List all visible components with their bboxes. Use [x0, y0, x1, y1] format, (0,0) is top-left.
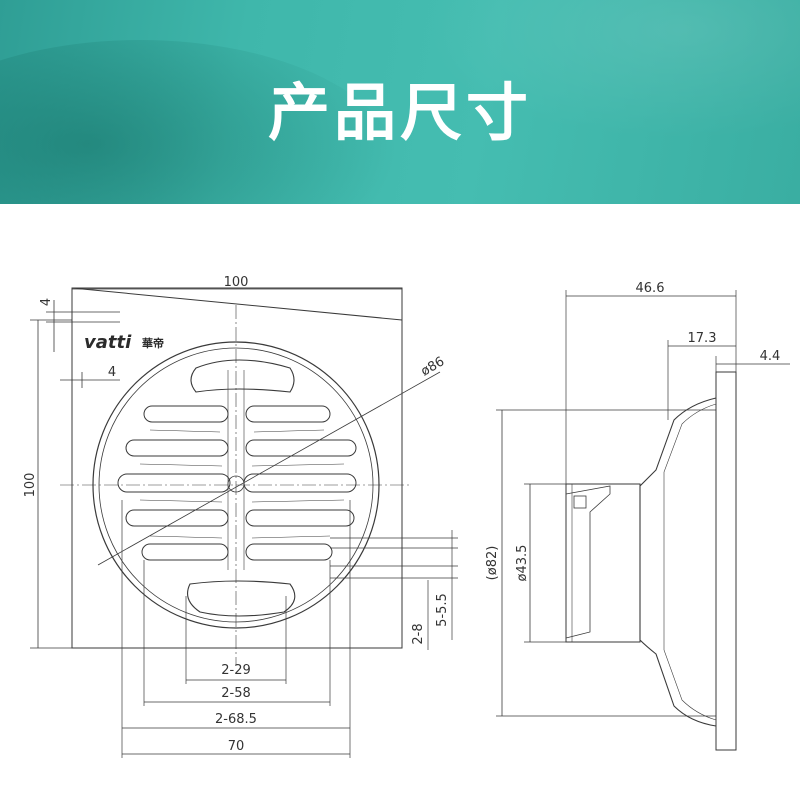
- slot-row4-left: [125, 509, 229, 527]
- dim-slot-2-29: 2-29: [221, 663, 251, 678]
- slot-row5-left: [141, 543, 229, 561]
- fin-hint-6: [251, 499, 345, 503]
- dim-outer-dia: (ø82): [485, 546, 500, 581]
- fin-hint-7: [149, 535, 223, 539]
- dim-gap-2-8: 2-8: [411, 623, 426, 644]
- dim-height-left: 100: [23, 473, 38, 498]
- dim-flange: 4.4: [760, 349, 781, 364]
- slot-row1-right: [245, 405, 331, 423]
- side-cup-profile: [639, 397, 717, 727]
- fin-hint-8: [251, 535, 331, 539]
- title-banner: 产品尺寸: [0, 0, 800, 204]
- brand-logo-cjk: 華帝: [142, 336, 164, 350]
- dim-depth-total: 46.6: [636, 281, 665, 296]
- side-cup-inner-profile: [663, 403, 717, 721]
- dim-depth-body: 17.3: [688, 331, 717, 346]
- fin-hint-3: [139, 463, 223, 467]
- dim-line-diameter: [97, 371, 441, 566]
- side-view: 46.6 17.3 4.4 (ø82) ø43.5: [485, 281, 790, 751]
- fin-hint-1: [149, 429, 221, 433]
- fin-hint-5: [139, 499, 223, 503]
- banner-title: 产品尺寸: [267, 76, 532, 149]
- plate-chamfer-line: [71, 287, 403, 321]
- slot-row4-right: [245, 509, 355, 527]
- dim-slot-2-58: 2-58: [221, 686, 251, 701]
- fin-hint-4: [251, 463, 345, 467]
- top-oval-opening: [190, 359, 295, 393]
- dim-offset-left: 4: [108, 365, 116, 380]
- slot-row3-left: [117, 473, 231, 493]
- side-seal-ring: [565, 485, 611, 639]
- side-inner-tube: [565, 483, 641, 643]
- dim-inner-dia: ø43.5: [515, 545, 530, 582]
- slot-row2-left: [125, 439, 229, 457]
- dim-offset-top: 4: [39, 298, 54, 306]
- slot-row2-right: [245, 439, 357, 457]
- slot-row1-left: [143, 405, 229, 423]
- slot-row3-right: [243, 473, 357, 493]
- slot-row5-right: [245, 543, 333, 561]
- side-clip: [573, 495, 587, 509]
- side-flange: [715, 371, 737, 751]
- dim-base-70: 70: [228, 739, 245, 754]
- grate-slots: [117, 370, 357, 570]
- brand-logo-latin: vatti: [84, 332, 132, 353]
- front-view: 100 100 4 4 vatti 華帝 ø86: [23, 275, 458, 758]
- dim-width-top: 100: [224, 275, 249, 290]
- dim-gap-5-5-5: 5-5.5: [435, 593, 450, 627]
- dim-slot-2-68-5: 2-68.5: [215, 712, 257, 727]
- front-plate-outline: [71, 287, 403, 649]
- bottom-oval-opening: [187, 580, 296, 617]
- fin-hint-2: [253, 429, 325, 433]
